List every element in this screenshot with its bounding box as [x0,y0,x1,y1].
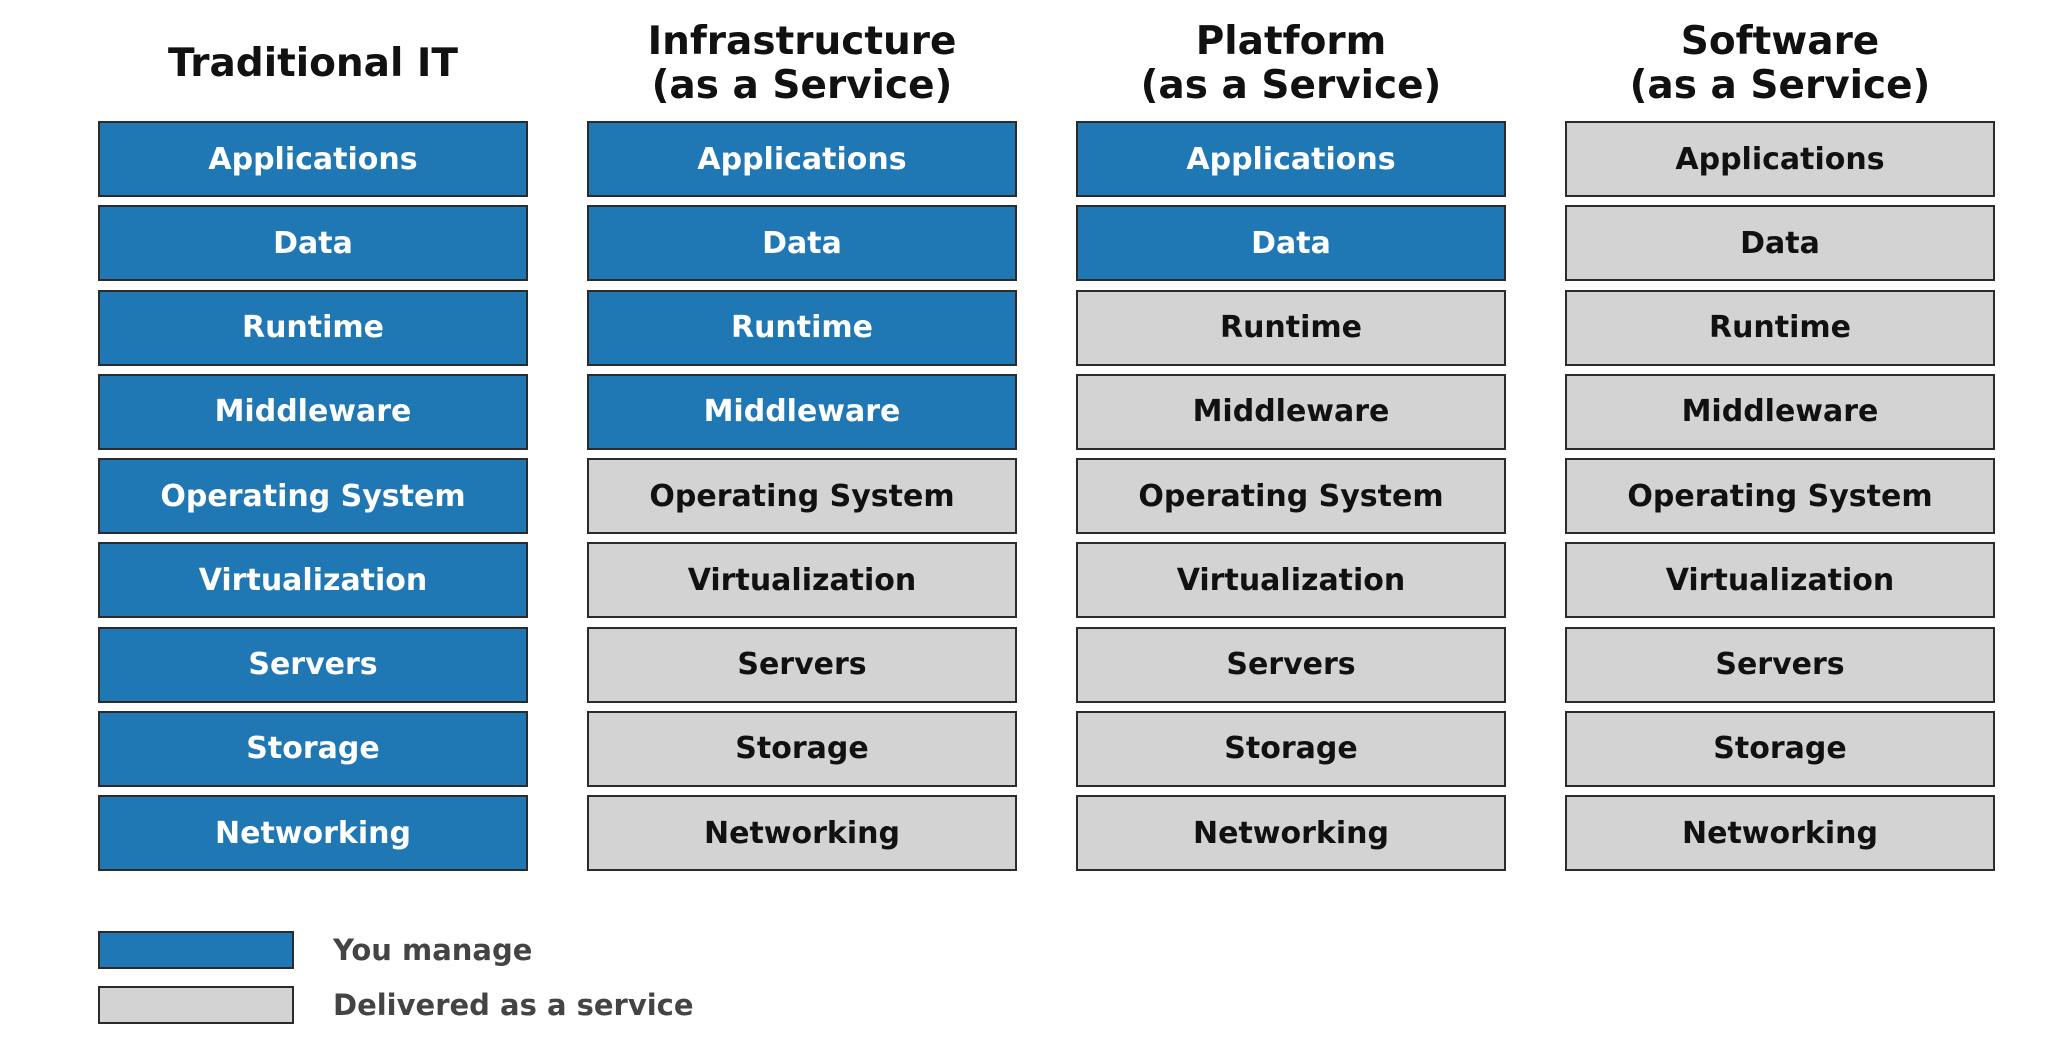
layer-label: Middleware [703,394,901,430]
layer-label: Operating System [160,478,466,514]
column-title: Infrastructure (as a Service) [647,19,957,108]
layer-label: Networking [1193,815,1389,851]
layer-servers: Servers [1076,626,1506,703]
layer-label: Data [273,225,353,261]
layer-servers: Servers [587,626,1017,703]
layer-virtualization: Virtualization [1565,542,1995,619]
layer-label: Applications [208,141,418,177]
layer-middleware: Middleware [98,373,528,450]
layer-storage: Storage [98,710,528,787]
layer-data: Data [98,205,528,282]
layer-runtime: Runtime [1076,289,1506,366]
layer-label: Storage [1224,731,1358,767]
layer-runtime: Runtime [587,289,1017,366]
layer-storage: Storage [587,710,1017,787]
layer-label: Middleware [1192,394,1390,430]
layer-runtime: Runtime [1565,289,1995,366]
layer-applications: Applications [587,121,1017,197]
layer-label: Applications [1675,141,1885,177]
layer-applications: Applications [1076,121,1506,197]
layer-label: Runtime [1708,310,1852,345]
layer-label: Data [1251,225,1331,261]
layer-operating-system: Operating System [1076,458,1506,534]
layer-label: Servers [1226,647,1356,682]
layer-networking: Networking [587,795,1017,871]
layer-label: Storage [735,731,869,767]
layer-label: Servers [248,647,378,682]
legend-label-delivered-as-service: Delivered as a service [333,988,694,1022]
layer-label: Data [1740,225,1820,261]
legend-swatch-delivered-as-service [98,986,294,1024]
layer-virtualization: Virtualization [587,542,1017,619]
layer-networking: Networking [98,795,528,871]
layer-middleware: Middleware [1565,373,1995,450]
layer-servers: Servers [98,626,528,703]
layer-label: Servers [1715,647,1845,682]
column-title: Software (as a Service) [1629,19,1931,108]
legend-label-you-manage: You manage [333,933,533,967]
layer-label: Data [762,225,842,261]
layer-virtualization: Virtualization [98,542,528,619]
layer-label: Operating System [1138,478,1444,514]
layer-middleware: Middleware [587,373,1017,450]
layer-applications: Applications [1565,121,1995,197]
layer-label: Applications [1186,141,1396,177]
layer-middleware: Middleware [1076,373,1506,450]
layer-operating-system: Operating System [1565,458,1995,534]
layer-label: Runtime [241,310,385,345]
layer-label: Storage [1713,731,1847,767]
layer-runtime: Runtime [98,289,528,366]
layer-operating-system: Operating System [98,458,528,534]
layer-servers: Servers [1565,626,1995,703]
layer-label: Storage [246,731,380,767]
layer-virtualization: Virtualization [1076,542,1506,619]
layer-label: Runtime [730,310,874,345]
column-title: Traditional IT [167,41,459,86]
layer-storage: Storage [1076,710,1506,787]
layer-data: Data [1076,205,1506,282]
layer-label: Servers [737,647,867,682]
layer-operating-system: Operating System [587,458,1017,534]
layer-label: Middleware [214,394,412,430]
layer-networking: Networking [1076,795,1506,871]
layer-applications: Applications [98,121,528,197]
layer-label: Networking [704,815,900,851]
layer-label: Operating System [649,478,955,514]
layer-data: Data [587,205,1017,282]
layer-label: Virtualization [687,562,917,598]
layer-label: Operating System [1627,478,1933,514]
layer-label: Virtualization [1665,562,1895,598]
layer-label: Virtualization [198,562,428,598]
legend-swatch-you-manage [98,931,294,969]
layer-networking: Networking [1565,795,1995,871]
layer-data: Data [1565,205,1995,282]
layer-label: Middleware [1681,394,1879,430]
layer-label: Runtime [1219,310,1363,345]
layer-storage: Storage [1565,710,1995,787]
column-title: Platform (as a Service) [1140,19,1442,108]
layer-label: Applications [697,141,907,177]
layer-label: Networking [1682,815,1878,851]
layer-label: Virtualization [1176,562,1406,598]
layer-label: Networking [215,815,411,851]
